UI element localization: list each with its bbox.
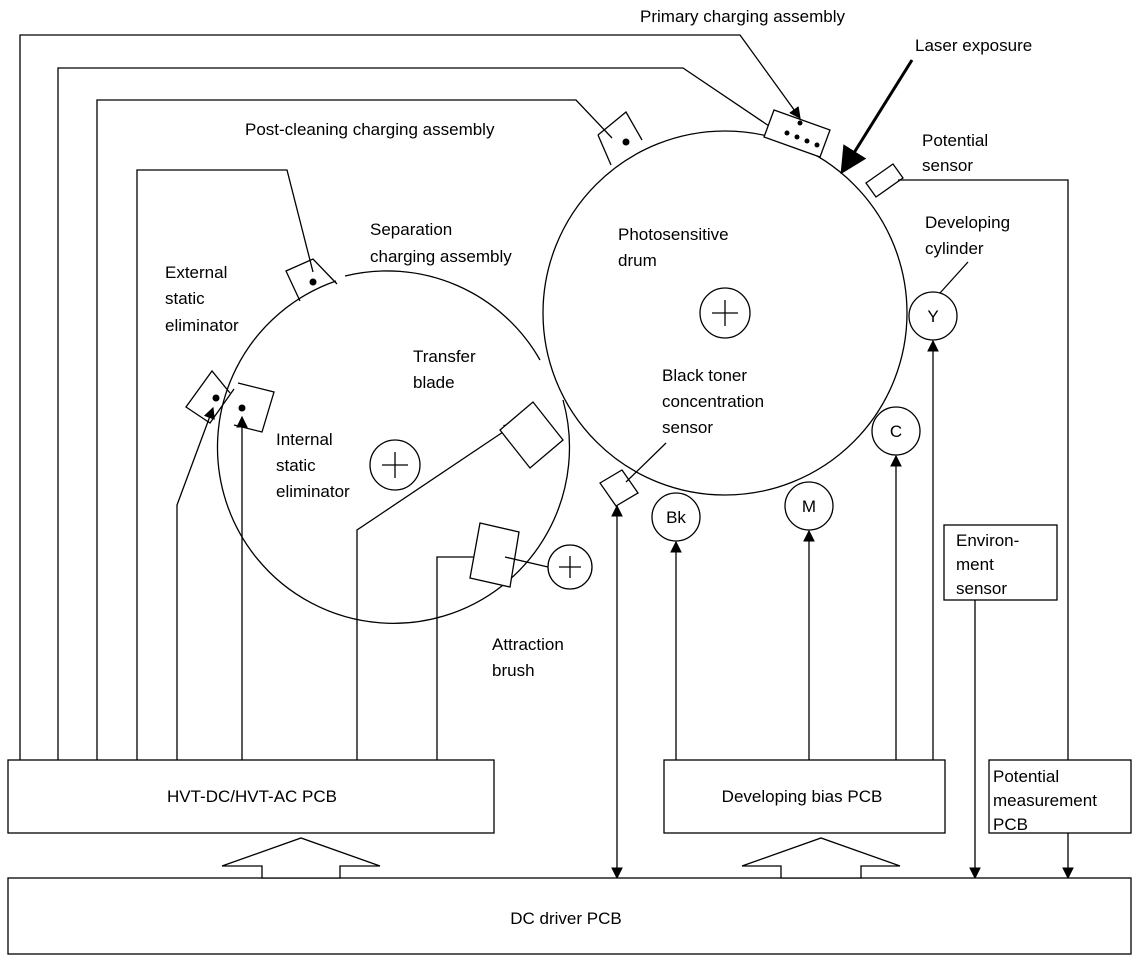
attraction-roller-icon: [547, 544, 593, 590]
potential-pcb-label-3: PCB: [993, 815, 1028, 834]
attraction-brush: [469, 522, 549, 588]
label-potential-sensor-2: sensor: [922, 156, 973, 175]
label-env-2: ment: [956, 555, 994, 574]
roller-label-c: C: [890, 422, 902, 441]
wire-primary-charging-1: [19, 34, 801, 760]
transfer-drum-center-icon: [369, 439, 421, 491]
potential-pcb-label-2: measurement: [993, 791, 1097, 810]
label-black-toner-3: sensor: [662, 418, 713, 437]
wire-separation: [136, 169, 314, 760]
label-potential-sensor-1: Potential: [922, 131, 988, 150]
label-primary-charging: Primary charging assembly: [640, 7, 846, 26]
label-external-3: eliminator: [165, 316, 239, 335]
roller-label-m: M: [802, 497, 816, 516]
developing-bias-pcb-box: [663, 759, 946, 834]
hollow-arrow-bias: [741, 837, 901, 879]
label-internal-3: eliminator: [276, 482, 350, 501]
black-toner-concentration-sensor: [599, 442, 667, 880]
label-photosensitive-2: drum: [618, 251, 657, 270]
hvt-pcb-box: [7, 759, 495, 834]
separation-charging-assembly: [285, 258, 338, 302]
label-internal-2: static: [276, 456, 316, 475]
wire-attraction-brush: [436, 551, 489, 760]
label-separation-1: Separation: [370, 220, 452, 239]
label-developing-cyl-1: Developing: [925, 213, 1010, 232]
dc-driver-pcb-box: [7, 877, 1132, 955]
label-black-toner-1: Black toner: [662, 366, 747, 385]
hollow-arrow-hvt: [221, 837, 381, 879]
label-laser-exposure: Laser exposure: [915, 36, 1032, 55]
label-attraction-2: brush: [492, 661, 535, 680]
dc-driver-pcb-label: DC driver PCB: [510, 909, 621, 928]
label-photosensitive-1: Photosensitive: [618, 225, 729, 244]
laser-exposure-arrow: [840, 59, 914, 175]
environment-sensor-box: [943, 524, 1058, 601]
transfer-drum-gap: [344, 270, 541, 361]
potential-measurement-pcb-box: [988, 759, 1132, 834]
roller-label-bk: Bk: [666, 508, 686, 527]
label-developing-cyl-2: cylinder: [925, 239, 984, 258]
transfer-blade: [499, 401, 564, 469]
internal-static-eliminator: [233, 382, 275, 433]
external-static-eliminator: [185, 369, 235, 424]
primary-charging-assembly: [763, 109, 831, 158]
wire-external-eliminator: [176, 406, 215, 760]
wire-post-cleaning: [96, 99, 613, 760]
potential-sensor: [865, 163, 1074, 810]
roller-label-y: Y: [927, 307, 938, 326]
hvt-pcb-label: HVT-DC/HVT-AC PCB: [167, 787, 337, 806]
wire-primary-charging-2: [57, 67, 773, 760]
label-separation-2: charging assembly: [370, 247, 512, 266]
label-transfer-1: Transfer: [413, 347, 476, 366]
drum-center-icon: [699, 287, 751, 339]
transfer-drum: [216, 280, 571, 624]
label-transfer-2: blade: [413, 373, 455, 392]
potential-pcb-label-1: Potential: [993, 767, 1059, 786]
developing-cylinder-leader: [939, 261, 969, 294]
label-black-toner-2: concentration: [662, 392, 764, 411]
label-post-cleaning: Post-cleaning charging assembly: [245, 120, 495, 139]
wire-transfer-blade: [356, 423, 516, 760]
developing-bias-pcb-label: Developing bias PCB: [722, 787, 883, 806]
label-internal-1: Internal: [276, 430, 333, 449]
label-external-2: static: [165, 289, 205, 308]
post-cleaning-charging-assembly: [597, 111, 643, 166]
label-env-1: Environ-: [956, 531, 1019, 550]
label-external-1: External: [165, 263, 227, 282]
label-attraction-1: Attraction: [492, 635, 564, 654]
label-env-3: sensor: [956, 579, 1007, 598]
